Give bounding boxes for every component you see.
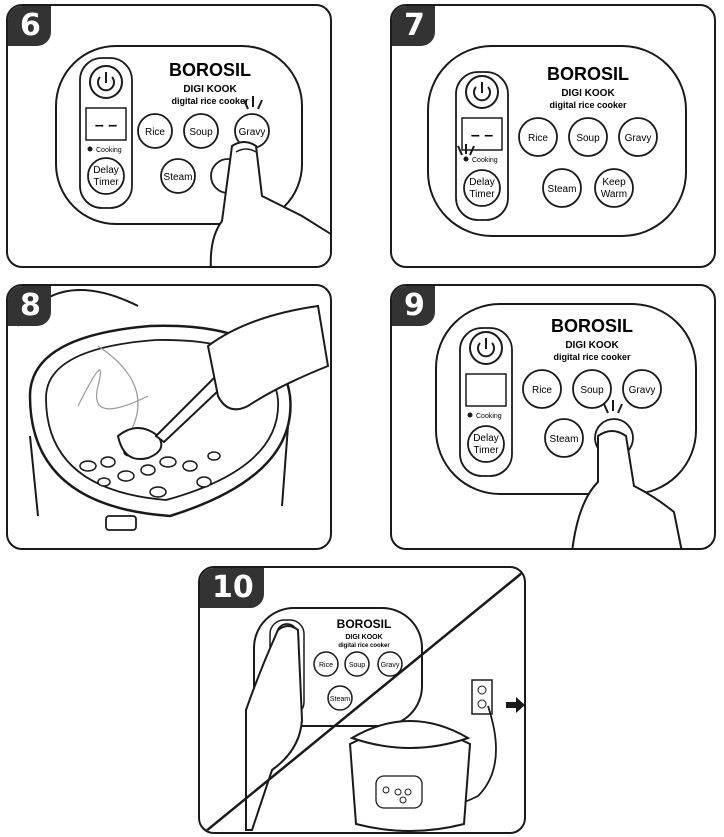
gravy-button[interactable] (618, 117, 658, 157)
svg-text:Gravy: Gravy (239, 127, 266, 138)
svg-text:Gravy: Gravy (625, 133, 652, 144)
step-number: 10 (200, 568, 264, 608)
delay-timer-button[interactable] (87, 157, 125, 195)
steam-button[interactable] (542, 168, 582, 208)
step-7-illustration: – – Cooking Delay Timer BOROSIL DIGI KOO… (427, 45, 687, 237)
subtitle: digital rice cooker (171, 96, 249, 106)
subtitle: digital rice cooker (549, 100, 627, 110)
delay-timer-button[interactable] (467, 425, 505, 463)
step-10-illustration: BOROSIL DIGI KOOK digital rice cooker Ri… (202, 569, 524, 832)
wall-outlet (471, 679, 493, 715)
step-7-panel: – – Cooking Delay Timer BOROSIL DIGI KOO… (390, 4, 716, 268)
step-8-illustration (17, 289, 330, 531)
step-number: 6 (8, 6, 51, 46)
spatula-head (116, 427, 163, 460)
model-name: DIGI KOOK (561, 88, 615, 99)
hand-icon (206, 304, 330, 411)
model-name: DIGI KOOK (345, 634, 382, 641)
rice-button[interactable] (137, 113, 173, 149)
rice-button[interactable] (522, 369, 562, 409)
svg-text:Timer: Timer (473, 445, 499, 456)
svg-text:Rice: Rice (532, 385, 552, 396)
svg-text:Delay: Delay (469, 177, 495, 188)
svg-text:Steam: Steam (548, 184, 577, 195)
svg-text:Steam: Steam (330, 696, 350, 703)
steam-button[interactable] (544, 418, 584, 458)
gravy-button[interactable] (377, 651, 403, 677)
step-9-illustration: Cooking Delay Timer BOROSIL DIGI KOOK di… (435, 303, 697, 548)
display (461, 117, 503, 151)
step-8-panel: 8 (6, 284, 332, 550)
unplug-arrow-icon (506, 697, 524, 713)
finger-icon (245, 625, 304, 831)
display-text: – – (471, 127, 493, 144)
svg-text:Timer: Timer (469, 189, 495, 200)
brand-logo: BOROSIL (337, 617, 392, 631)
divider (202, 569, 524, 832)
gravy-button[interactable] (622, 369, 662, 409)
svg-text:Keep: Keep (602, 177, 626, 188)
cooking-label: Cooking (472, 157, 498, 164)
brand-logo: BOROSIL (547, 64, 629, 84)
svg-text:Rice: Rice (319, 662, 333, 669)
finger-icon (209, 141, 330, 266)
svg-text:Soup: Soup (576, 133, 600, 144)
cooking-label: Cooking (476, 413, 502, 420)
svg-text:Soup: Soup (349, 662, 365, 669)
brand-logo: BOROSIL (169, 60, 251, 80)
svg-text:Rice: Rice (145, 127, 165, 138)
cooking-label: Cooking (96, 147, 122, 154)
step-number: 7 (392, 6, 435, 46)
delay-timer-button[interactable] (463, 169, 501, 207)
display (465, 373, 507, 407)
finger-icon (571, 430, 683, 548)
display-text: – – (95, 117, 117, 134)
subtitle: digital rice cooker (553, 352, 631, 362)
steam-button[interactable] (327, 685, 353, 711)
rice-cooker-lid (349, 720, 471, 749)
soup-button[interactable] (568, 117, 608, 157)
subtitle: digital rice cooker (338, 643, 390, 649)
svg-text:Warm: Warm (601, 189, 627, 200)
step-10-panel: BOROSIL DIGI KOOK digital rice cooker Ri… (198, 566, 526, 834)
rice-button[interactable] (518, 117, 558, 157)
steam-button[interactable] (160, 158, 196, 194)
svg-text:Soup: Soup (580, 385, 604, 396)
model-name: DIGI KOOK (183, 84, 237, 95)
svg-text:Gravy: Gravy (381, 662, 400, 669)
svg-text:Steam: Steam (164, 172, 193, 183)
soup-button[interactable] (344, 651, 370, 677)
step-6-illustration: – – Cooking Delay Timer BOROSIL DIGI KOO… (55, 45, 330, 266)
step-9-panel: Cooking Delay Timer BOROSIL DIGI KOOK di… (390, 284, 716, 550)
svg-text:Timer: Timer (93, 177, 119, 188)
svg-text:Delay: Delay (473, 433, 499, 444)
step-6-panel: – – Cooking Delay Timer BOROSIL DIGI KOO… (6, 4, 332, 268)
step-number: 9 (392, 286, 435, 326)
cooking-indicator (463, 156, 469, 162)
brand-logo: BOROSIL (551, 316, 633, 336)
svg-text:Steam: Steam (550, 434, 579, 445)
svg-text:Soup: Soup (189, 127, 213, 138)
rice-button[interactable] (313, 651, 339, 677)
svg-text:Delay: Delay (93, 165, 119, 176)
display (85, 107, 127, 141)
soup-button[interactable] (183, 113, 219, 149)
keep-warm-button[interactable] (594, 168, 634, 208)
step-number: 8 (8, 286, 51, 326)
model-name: DIGI KOOK (565, 340, 619, 351)
svg-text:Rice: Rice (528, 133, 548, 144)
svg-text:Gravy: Gravy (629, 385, 656, 396)
soup-button[interactable] (572, 369, 612, 409)
